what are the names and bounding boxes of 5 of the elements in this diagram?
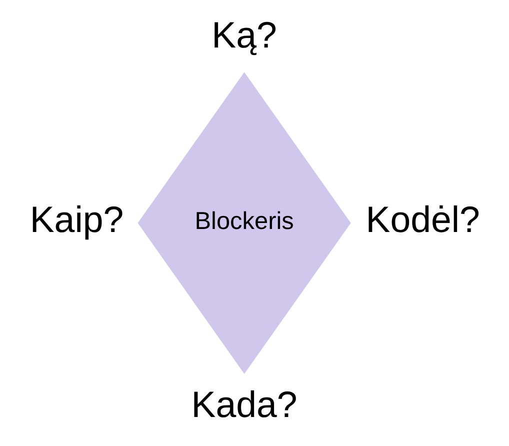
label: Ką?: [211, 14, 276, 56]
label: Kaip?: [29, 199, 124, 240]
label: Kada?: [190, 384, 297, 425]
node-diamond: Blockeris: [137, 72, 350, 374]
label: Kodėl?: [365, 199, 480, 240]
